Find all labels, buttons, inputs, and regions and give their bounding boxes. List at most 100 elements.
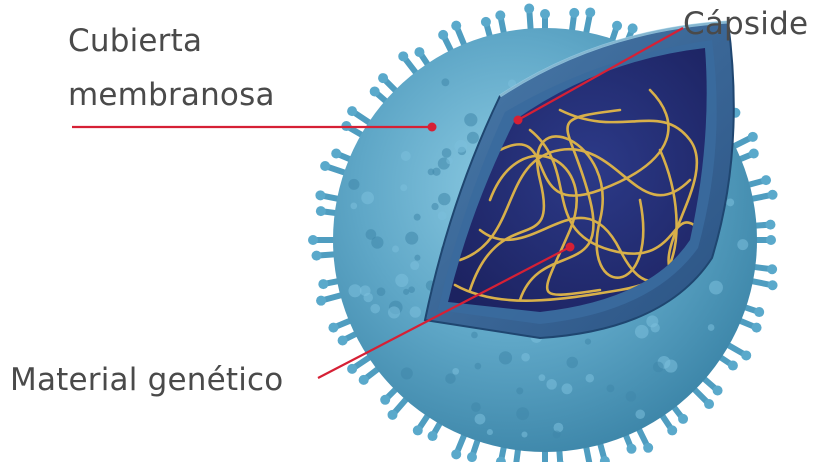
envelope-surface-bump — [445, 373, 455, 383]
envelope-spike-head — [316, 206, 326, 216]
envelope-spike-head — [328, 323, 338, 333]
envelope-spike-head — [451, 21, 461, 31]
envelope-surface-bump — [361, 192, 374, 205]
envelope-surface-bump — [553, 430, 561, 438]
envelope-spike-head — [316, 296, 326, 306]
envelope-surface-bump — [546, 379, 557, 390]
label-membrane-envelope: Cubierta membranosa — [68, 14, 328, 122]
envelope-surface-bump — [401, 367, 413, 379]
genetic-leader-dot — [566, 243, 575, 252]
envelope-surface-bump — [562, 383, 573, 394]
envelope-surface-bump — [635, 325, 649, 339]
envelope-spike-head — [318, 279, 328, 289]
envelope-surface-bump — [708, 324, 715, 331]
label-capsid: Cápside — [683, 6, 808, 43]
envelope-surface-bump — [403, 289, 409, 295]
envelope-spike-head — [540, 9, 550, 19]
envelope-surface-bump — [626, 391, 637, 402]
envelope-surface-bump — [401, 151, 411, 161]
envelope-surface-bump — [726, 198, 734, 206]
envelope-spike-head — [678, 414, 688, 424]
envelope-spike-head — [761, 175, 771, 185]
envelope-surface-bump — [366, 229, 377, 240]
envelope-surface-bump — [392, 246, 399, 253]
envelope-spike-head — [626, 444, 636, 454]
envelope-surface-bump — [653, 362, 664, 373]
envelope-spike-head — [667, 425, 677, 435]
envelope-spike-head — [414, 47, 424, 57]
envelope-spike-head — [754, 307, 764, 317]
envelope-surface-bump — [567, 357, 578, 368]
envelope-spike-head — [628, 23, 638, 33]
envelope-spike-head — [320, 161, 330, 171]
envelope-surface-bump — [408, 286, 415, 293]
envelope-surface-bump — [487, 429, 493, 435]
envelope-spike-head — [524, 4, 534, 14]
envelope-surface-bump — [607, 384, 615, 392]
envelope-surface-bump — [516, 387, 523, 394]
envelope-surface-bump — [438, 193, 450, 205]
label-genetic-material: Material genético — [10, 362, 283, 399]
envelope-spike-head — [612, 21, 622, 31]
envelope-surface-bump — [446, 158, 453, 165]
envelope-surface-bump — [709, 281, 723, 295]
envelope-surface-bump — [442, 148, 452, 158]
envelope-spike-head — [359, 375, 369, 385]
envelope-spike-head — [495, 10, 505, 20]
envelope-spike-head — [748, 132, 758, 142]
envelope-surface-bump — [414, 255, 420, 261]
envelope-spike-head — [749, 149, 759, 159]
envelope-surface-bump — [350, 203, 357, 210]
envelope-spike-head — [704, 399, 714, 409]
envelope-spike-head — [347, 364, 357, 374]
envelope-surface-bump — [400, 184, 407, 191]
envelope-spike-head — [308, 235, 318, 245]
envelope-spike-head — [380, 395, 390, 405]
envelope-spike-head — [713, 386, 723, 396]
envelope-surface-bump — [516, 407, 529, 420]
envelope-surface-bump — [475, 414, 486, 425]
envelope-spike-head — [413, 425, 423, 435]
envelope-surface-bump — [635, 409, 645, 419]
envelope-surface-bump — [395, 274, 408, 287]
envelope-surface-bump — [585, 338, 591, 344]
envelope-spike-head — [428, 431, 438, 441]
envelope-surface-bump — [370, 304, 380, 314]
envelope-spike-head — [752, 323, 762, 333]
envelope-surface-bump — [586, 374, 595, 383]
envelope-surface-bump — [521, 431, 527, 437]
envelope-surface-bump — [414, 214, 421, 221]
envelope-spike-head — [765, 220, 775, 230]
envelope-surface-bump — [363, 293, 373, 303]
envelope-spike-head — [370, 86, 380, 96]
envelope-spike-head — [467, 452, 477, 462]
envelope-surface-bump — [646, 315, 658, 327]
envelope-surface-bump — [475, 363, 482, 370]
envelope-surface-bump — [348, 179, 359, 190]
capsid-leader-dot — [514, 116, 523, 125]
envelope-spike-head — [388, 410, 398, 420]
envelope-surface-bump — [431, 203, 438, 210]
envelope-surface-bump — [438, 211, 447, 220]
envelope-surface-bump — [471, 332, 478, 339]
envelope-surface-bump — [455, 140, 468, 153]
envelope-surface-bump — [467, 132, 479, 144]
envelope-surface-bump — [452, 368, 459, 375]
envelope-spike-head — [768, 190, 778, 200]
envelope-surface-bump — [405, 232, 418, 245]
envelope-spike-head — [378, 73, 388, 83]
envelope-surface-bump — [464, 113, 477, 126]
envelope-surface-bump — [539, 374, 546, 381]
envelope-surface-bump — [348, 284, 361, 297]
envelope-spike-head — [728, 361, 738, 371]
envelope-surface-bump — [499, 351, 512, 364]
envelope-surface-bump — [410, 261, 419, 270]
envelope-surface-bump — [737, 239, 748, 250]
envelope-spike-head — [398, 51, 408, 61]
envelope-spike-head — [312, 251, 322, 261]
envelope-surface-bump — [377, 287, 386, 296]
envelope-spike-head — [315, 190, 325, 200]
envelope-surface-bump — [441, 78, 449, 86]
envelope-spike-head — [767, 264, 777, 274]
envelope-surface-bump — [471, 402, 481, 412]
